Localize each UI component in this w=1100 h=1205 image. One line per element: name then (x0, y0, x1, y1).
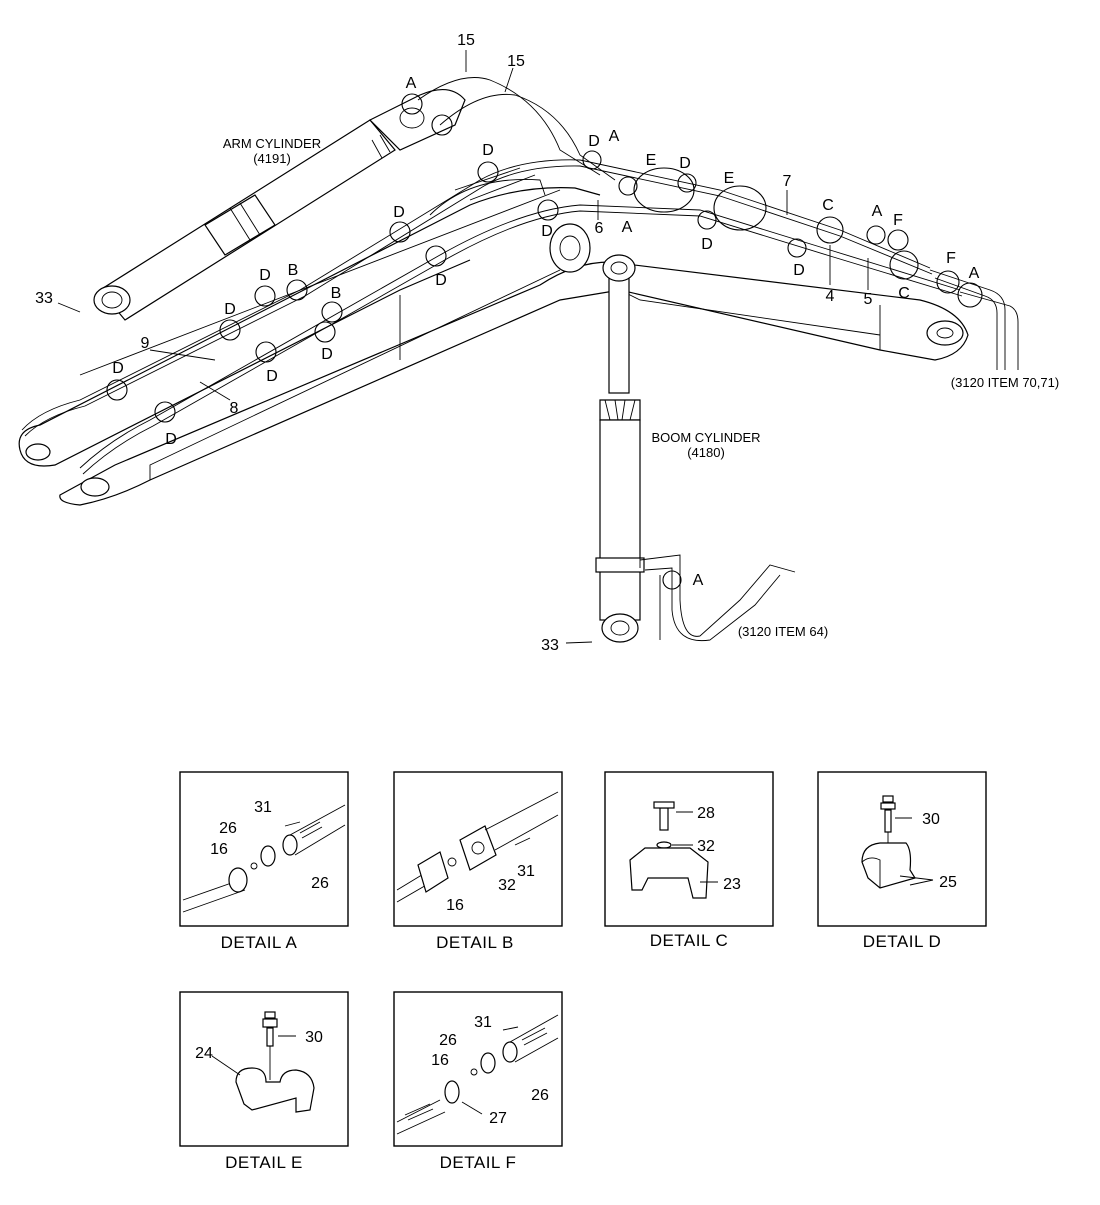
callout-9: 9 (141, 335, 150, 352)
detail-a: 31 26 16 26 DETAIL A (179, 771, 349, 952)
boom-cylinder-label: BOOM CYLINDER (651, 430, 760, 445)
detail-f-part-16: 16 (431, 1052, 449, 1069)
callout-15: 15 (507, 53, 525, 70)
detail-a-caption: DETAIL A (221, 933, 298, 952)
callout-E: E (646, 152, 657, 169)
callout-E: E (724, 170, 735, 187)
callout-33: 33 (35, 290, 53, 307)
callout-B: B (288, 262, 299, 279)
boom-cylinder (595, 254, 796, 643)
callout-5: 5 (864, 291, 873, 308)
callout-C: C (822, 197, 834, 214)
detail-e-caption: DETAIL E (225, 1153, 303, 1172)
callout-D: D (482, 142, 494, 159)
callout-A: A (406, 75, 417, 92)
callout-D: D (435, 272, 447, 289)
callout-D: D (793, 262, 805, 279)
detail-c-caption: DETAIL C (650, 931, 729, 950)
callout-A: A (969, 265, 980, 282)
detail-c-part-32: 32 (697, 838, 715, 855)
callout-15: 15 (457, 32, 475, 49)
callout-33: 33 (541, 637, 559, 654)
detail-d: 30 25 DETAIL D (817, 771, 987, 951)
reference-top: (3120 ITEM 70,71) (951, 375, 1059, 390)
detail-f-part-26: 26 (531, 1087, 549, 1104)
callout-A: A (622, 219, 633, 236)
detail-d-caption: DETAIL D (863, 932, 942, 951)
detail-b-part-32: 32 (498, 877, 516, 894)
detail-a-part-26: 26 (311, 875, 329, 892)
callout-D: D (679, 155, 691, 172)
main-labels: ARM CYLINDER (4191) BOOM CYLINDER (4180)… (223, 136, 1059, 639)
callout-D: D (588, 133, 600, 150)
callout-4: 4 (826, 288, 835, 305)
detail-c: 28 32 23 DETAIL C (604, 771, 774, 950)
boom-cylinder-number: (4180) (687, 445, 725, 460)
detail-d-part-30: 30 (922, 811, 940, 828)
callout-A: A (609, 128, 620, 145)
reference-bottom: (3120 ITEM 64) (738, 624, 828, 639)
arm-cylinder-number: (4191) (253, 151, 291, 166)
callout-D: D (321, 346, 333, 363)
callout-A: A (872, 203, 883, 220)
detail-d-part-25: 25 (939, 874, 957, 891)
callouts: 15 15 33 33 9 8 6 7 4 5 A A A A A A B B … (35, 32, 980, 654)
detail-markers (106, 93, 983, 590)
detail-a-part-26: 26 (219, 820, 237, 837)
detail-a-part-16: 16 (210, 841, 228, 858)
detail-f-part-26: 26 (439, 1032, 457, 1049)
detail-b-part-31: 31 (517, 863, 535, 880)
detail-b: 16 32 31 DETAIL B (393, 771, 563, 952)
detail-c-part-23: 23 (723, 876, 741, 893)
detail-f-caption: DETAIL F (440, 1153, 517, 1172)
arm-cylinder (93, 89, 466, 321)
callout-D: D (266, 368, 278, 385)
callout-8: 8 (230, 400, 239, 417)
callout-7: 7 (783, 173, 792, 190)
callout-F: F (946, 250, 956, 267)
detail-c-part-28: 28 (697, 805, 715, 822)
callout-A: A (693, 572, 704, 589)
detail-e-part-30: 30 (305, 1029, 323, 1046)
callout-B: B (331, 285, 342, 302)
callout-D: D (541, 223, 553, 240)
arm-cylinder-label: ARM CYLINDER (223, 136, 321, 151)
detail-e: 24 30 DETAIL E (179, 991, 349, 1172)
callout-D: D (259, 267, 271, 284)
detail-b-part-16: 16 (446, 897, 464, 914)
hose-lines (21, 77, 1019, 475)
detail-f-part-31: 31 (474, 1014, 492, 1031)
callout-D: D (701, 236, 713, 253)
detail-f-part-27: 27 (489, 1110, 507, 1127)
boom-structure (18, 167, 969, 506)
callout-D: D (112, 360, 124, 377)
callout-C: C (898, 285, 910, 302)
detail-a-part-31: 31 (254, 799, 272, 816)
callout-D: D (224, 301, 236, 318)
leader-lines (57, 50, 869, 644)
callout-F: F (893, 212, 903, 229)
detail-f: 31 26 16 26 27 DETAIL F (393, 991, 563, 1172)
detail-b-caption: DETAIL B (436, 933, 514, 952)
callout-6: 6 (595, 220, 604, 237)
callout-D: D (165, 431, 177, 448)
detail-e-part-24: 24 (195, 1045, 213, 1062)
callout-D: D (393, 204, 405, 221)
